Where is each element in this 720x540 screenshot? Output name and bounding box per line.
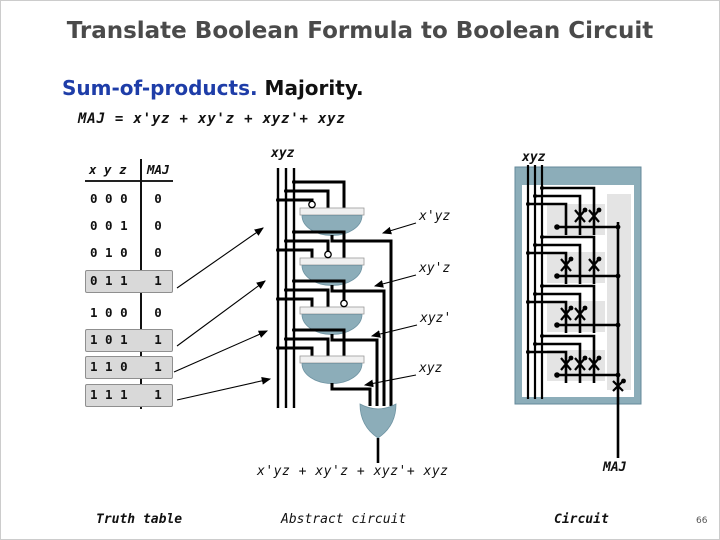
table-row-output: 1 [154, 332, 162, 347]
table-row: 1 1 1 1 [85, 384, 173, 407]
circuit-input-lines [526, 165, 544, 399]
switch-gate-dot [596, 355, 602, 361]
switch-icon [560, 307, 572, 321]
table-row-inputs: 0 0 1 [90, 218, 128, 233]
page-number: 66 [696, 516, 708, 526]
table-row-inputs: 1 0 0 [90, 305, 128, 320]
switch-gate-dot [568, 355, 574, 361]
truth-table-header-output: MAJ [147, 162, 170, 177]
row-block-1 [547, 204, 605, 235]
circuit-rows [528, 186, 618, 383]
output-switch-icon [612, 380, 624, 392]
caption-abstract-circuit: Abstract circuit [281, 512, 407, 527]
subtitle-rest: Majority. [257, 76, 364, 100]
sum-expression-label: x'yz + xy'z + xyz'+ xyz [257, 464, 449, 479]
table-row-output: 1 [154, 359, 162, 374]
table-row-output: 0 [154, 305, 162, 320]
row-block-2 [547, 252, 605, 283]
switch-icon [574, 209, 586, 223]
label-arrows [363, 222, 418, 388]
table-row-output: 1 [154, 387, 162, 402]
transistor-circuit [514, 165, 642, 458]
table-row-output: 1 [154, 273, 162, 288]
table-row-inputs: 0 1 0 [90, 245, 128, 260]
table-row: 0 0 1 0 [85, 215, 173, 238]
table-row-inputs: 1 1 0 [90, 359, 128, 374]
circuit-output-label: MAJ [603, 460, 627, 475]
subtitle-lead: Sum-of-products. [62, 76, 258, 100]
not-bubble-x [308, 200, 316, 209]
switch-gate-dot [596, 256, 602, 262]
and-gate-4 [276, 328, 372, 406]
table-row-inputs: 1 0 1 [90, 332, 128, 347]
table-row: 0 1 1 1 [85, 270, 173, 293]
table-row: 1 0 1 1 [85, 329, 173, 352]
table-row-output: 0 [154, 245, 162, 260]
circuit-frame [514, 166, 642, 405]
not-bubble-z [340, 299, 348, 308]
page-title: Translate Boolean Formula to Boolean Cir… [66, 18, 654, 44]
output-bus [612, 222, 626, 458]
switch-icon [560, 258, 572, 272]
switch-gate-dot [596, 207, 602, 213]
switch-icon [588, 357, 600, 371]
table-row-output: 0 [154, 218, 162, 233]
not-bubble-y [324, 250, 332, 259]
switch-icon [574, 357, 586, 371]
output-strip [607, 194, 631, 390]
table-to-circuit-arrows [173, 227, 272, 401]
subtitle: Sum-of-products. Majority. [62, 76, 364, 100]
and-gate-2 [276, 230, 386, 406]
transistor-switches [560, 207, 602, 371]
row-block-4 [547, 350, 605, 381]
switch-gate-dot [568, 305, 574, 311]
caption-circuit: Circuit [554, 512, 609, 527]
switch-gate-dot [582, 355, 588, 361]
table-row-output: 0 [154, 191, 162, 206]
gate-label-2: xy'z [419, 261, 451, 276]
abstract-circuit [276, 168, 418, 463]
table-row: 1 0 0 0 [85, 302, 173, 325]
switch-gate-dot [568, 256, 574, 262]
switch-gate-dot [582, 305, 588, 311]
boolean-formula: MAJ = x'yz + xy'z + xyz'+ xyz [78, 111, 346, 127]
table-row-inputs: 0 0 0 [90, 191, 128, 206]
abstract-inputs-label: xyz [271, 146, 295, 161]
row-block-3 [547, 301, 605, 332]
and-gate-3 [276, 279, 379, 406]
table-row-inputs: 1 1 1 [90, 387, 128, 402]
circuit-inner [522, 185, 634, 397]
table-row: 0 1 0 0 [85, 242, 173, 265]
circuit-frame-label: MAJ [610, 169, 632, 183]
circuit-inputs-label: xyz [522, 150, 546, 165]
or-gate [359, 403, 397, 463]
circuit-junction-dots [526, 186, 621, 378]
gate-label-1: x'yz [419, 209, 451, 224]
switch-gate-dot [582, 207, 588, 213]
table-row: 0 0 0 0 [85, 188, 173, 211]
table-row: 1 1 0 1 [85, 356, 173, 379]
table-row-inputs: 0 1 1 [90, 273, 128, 288]
abstract-input-lines [276, 168, 296, 408]
gate-label-4: xyz [419, 361, 443, 376]
switch-icon [560, 357, 572, 371]
switch-icon [588, 258, 600, 272]
and-gate-1 [276, 180, 393, 406]
truth-table-header-rule [85, 180, 173, 182]
switch-icon [574, 307, 586, 321]
truth-table-header-inputs: x y z [89, 162, 127, 177]
caption-truth-table: Truth table [96, 512, 183, 527]
switch-icon [588, 209, 600, 223]
gate-label-3: xyz' [420, 311, 452, 326]
